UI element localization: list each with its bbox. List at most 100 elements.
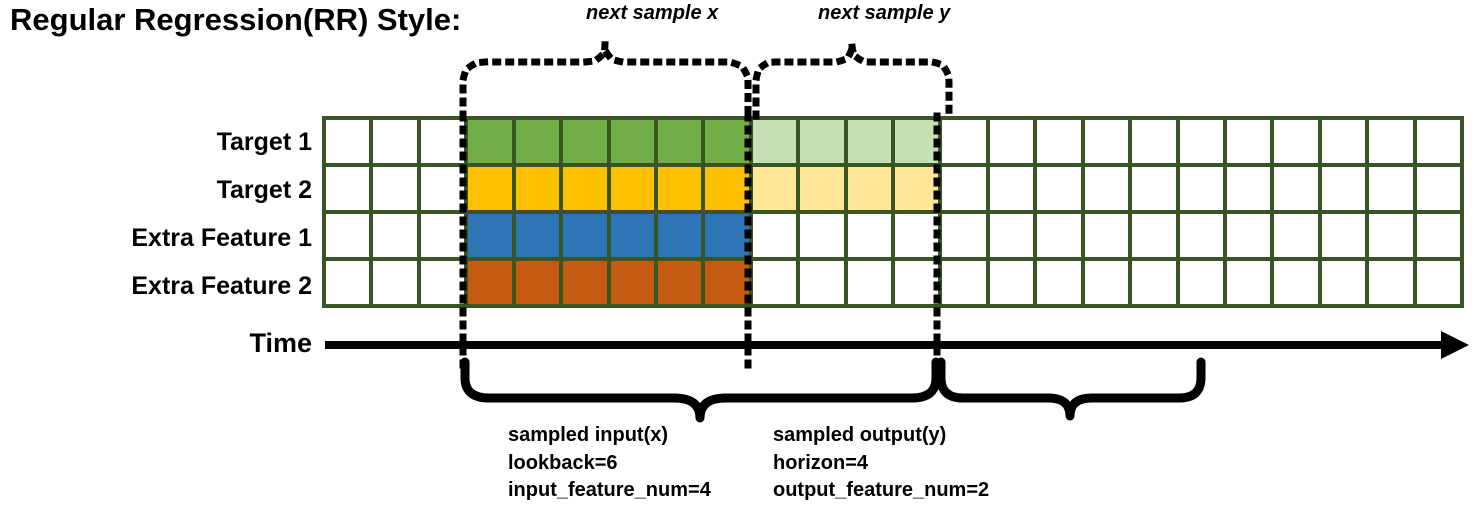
grid-cell bbox=[610, 214, 654, 257]
row-label-target-2: Target 2 bbox=[216, 176, 312, 204]
grid-cell bbox=[610, 261, 654, 304]
grid-cell bbox=[563, 261, 607, 304]
time-axis-arrowhead bbox=[1441, 331, 1469, 359]
grid-cell bbox=[563, 167, 607, 210]
row-label-extra-feature-2: Extra Feature 2 bbox=[131, 272, 312, 300]
grid-cell bbox=[657, 120, 702, 163]
grid-cell bbox=[468, 167, 512, 210]
grid-cell bbox=[1274, 214, 1318, 257]
grid-cell bbox=[800, 167, 844, 210]
grid-cell bbox=[942, 167, 986, 210]
grid-cell bbox=[1369, 261, 1413, 304]
caption-input-line-1: sampled input(x) bbox=[508, 424, 669, 446]
grid-cell bbox=[895, 167, 939, 210]
grid-cell bbox=[420, 261, 465, 304]
grid-cell bbox=[1037, 261, 1081, 304]
grid-cell bbox=[1226, 214, 1271, 257]
grid-cell bbox=[989, 214, 1034, 257]
grid-cell bbox=[1274, 261, 1318, 304]
grid-cell bbox=[326, 167, 370, 210]
grid-cell bbox=[1416, 120, 1460, 163]
page-title: Regular Regression(RR) Style: bbox=[10, 2, 462, 37]
grid-cell bbox=[657, 214, 702, 257]
grid-cell bbox=[705, 167, 749, 210]
grid-cell bbox=[1179, 120, 1223, 163]
row-label-target-1: Target 1 bbox=[216, 128, 312, 156]
grid-cell bbox=[515, 120, 560, 163]
grid-cell bbox=[515, 167, 560, 210]
caption-sampled-output: sampled output(y) horizon=4 output_featu… bbox=[773, 422, 989, 505]
grid-cell bbox=[989, 120, 1034, 163]
annotation-next-sample-x: next sample x bbox=[586, 2, 719, 24]
caption-output-line-2: horizon=4 bbox=[773, 451, 869, 474]
grid-cell bbox=[468, 120, 512, 163]
brace-sampled-input bbox=[460, 357, 941, 423]
caption-output-line-3: output_feature_num=2 bbox=[773, 479, 990, 502]
grid-cell bbox=[610, 120, 654, 163]
grid-cell bbox=[373, 120, 417, 163]
grid-cell bbox=[1132, 261, 1176, 304]
timeseries-grid bbox=[322, 116, 1464, 308]
grid-cell bbox=[1321, 261, 1366, 304]
grid-cell bbox=[1179, 261, 1223, 304]
grid-cell bbox=[563, 214, 607, 257]
grid-cell bbox=[942, 120, 986, 163]
grid-cell bbox=[468, 261, 512, 304]
grid-cell bbox=[847, 214, 891, 257]
grid-cell bbox=[1084, 167, 1129, 210]
grid-cell bbox=[1037, 214, 1081, 257]
grid-cell bbox=[1179, 167, 1223, 210]
grid-cell bbox=[1179, 214, 1223, 257]
grid-cell bbox=[1369, 167, 1413, 210]
annotation-next-sample-y: next sample y bbox=[818, 2, 951, 24]
brace-next-sample-x bbox=[459, 43, 752, 120]
grid-cell bbox=[847, 120, 891, 163]
grid-cell bbox=[657, 261, 702, 304]
grid-cell bbox=[420, 167, 465, 210]
grid-cell bbox=[989, 167, 1034, 210]
grid-cell bbox=[326, 261, 370, 304]
grid-cell bbox=[373, 261, 417, 304]
grid-cell bbox=[420, 214, 465, 257]
grid-cell bbox=[895, 261, 939, 304]
grid-cell bbox=[847, 261, 891, 304]
grid-cell bbox=[373, 214, 417, 257]
grid-cell bbox=[1416, 261, 1460, 304]
grid-cell bbox=[1084, 214, 1129, 257]
grid-cell bbox=[1226, 120, 1271, 163]
grid-cell bbox=[989, 261, 1034, 304]
grid-cell bbox=[847, 167, 891, 210]
grid-cell bbox=[942, 214, 986, 257]
grid-cell bbox=[563, 120, 607, 163]
grid-cell bbox=[895, 120, 939, 163]
grid-cell bbox=[1037, 167, 1081, 210]
grid-cell bbox=[1321, 214, 1366, 257]
caption-sampled-input: sampled input(x) lookback=6 input_featur… bbox=[508, 422, 711, 505]
grid-cell bbox=[705, 214, 749, 257]
grid-cell bbox=[1416, 167, 1460, 210]
row-label-group: Target 1 Target 2 Extra Feature 1 Extra … bbox=[50, 116, 312, 308]
grid-cell bbox=[515, 261, 560, 304]
grid-cell bbox=[1416, 214, 1460, 257]
grid-cell bbox=[1226, 167, 1271, 210]
grid-cell bbox=[1084, 120, 1129, 163]
grid-cell bbox=[1274, 167, 1318, 210]
grid-cell bbox=[1132, 167, 1176, 210]
grid-cell bbox=[515, 214, 560, 257]
grid-cell bbox=[942, 261, 986, 304]
grid-cell bbox=[468, 214, 512, 257]
grid-cell bbox=[752, 120, 797, 163]
grid-cell bbox=[1132, 214, 1176, 257]
grid-cell bbox=[752, 214, 797, 257]
grid-cell bbox=[752, 167, 797, 210]
brace-sampled-output bbox=[936, 357, 1206, 421]
brace-next-sample-y bbox=[752, 43, 953, 120]
time-axis-label: Time bbox=[249, 328, 312, 358]
grid-cell bbox=[1369, 214, 1413, 257]
caption-input-line-2: lookback=6 bbox=[508, 451, 618, 474]
grid-cell bbox=[1084, 261, 1129, 304]
caption-input-line-3: input_feature_num=4 bbox=[508, 479, 711, 502]
grid-cell bbox=[326, 214, 370, 257]
grid-cell bbox=[1369, 120, 1413, 163]
grid-cell bbox=[800, 261, 844, 304]
